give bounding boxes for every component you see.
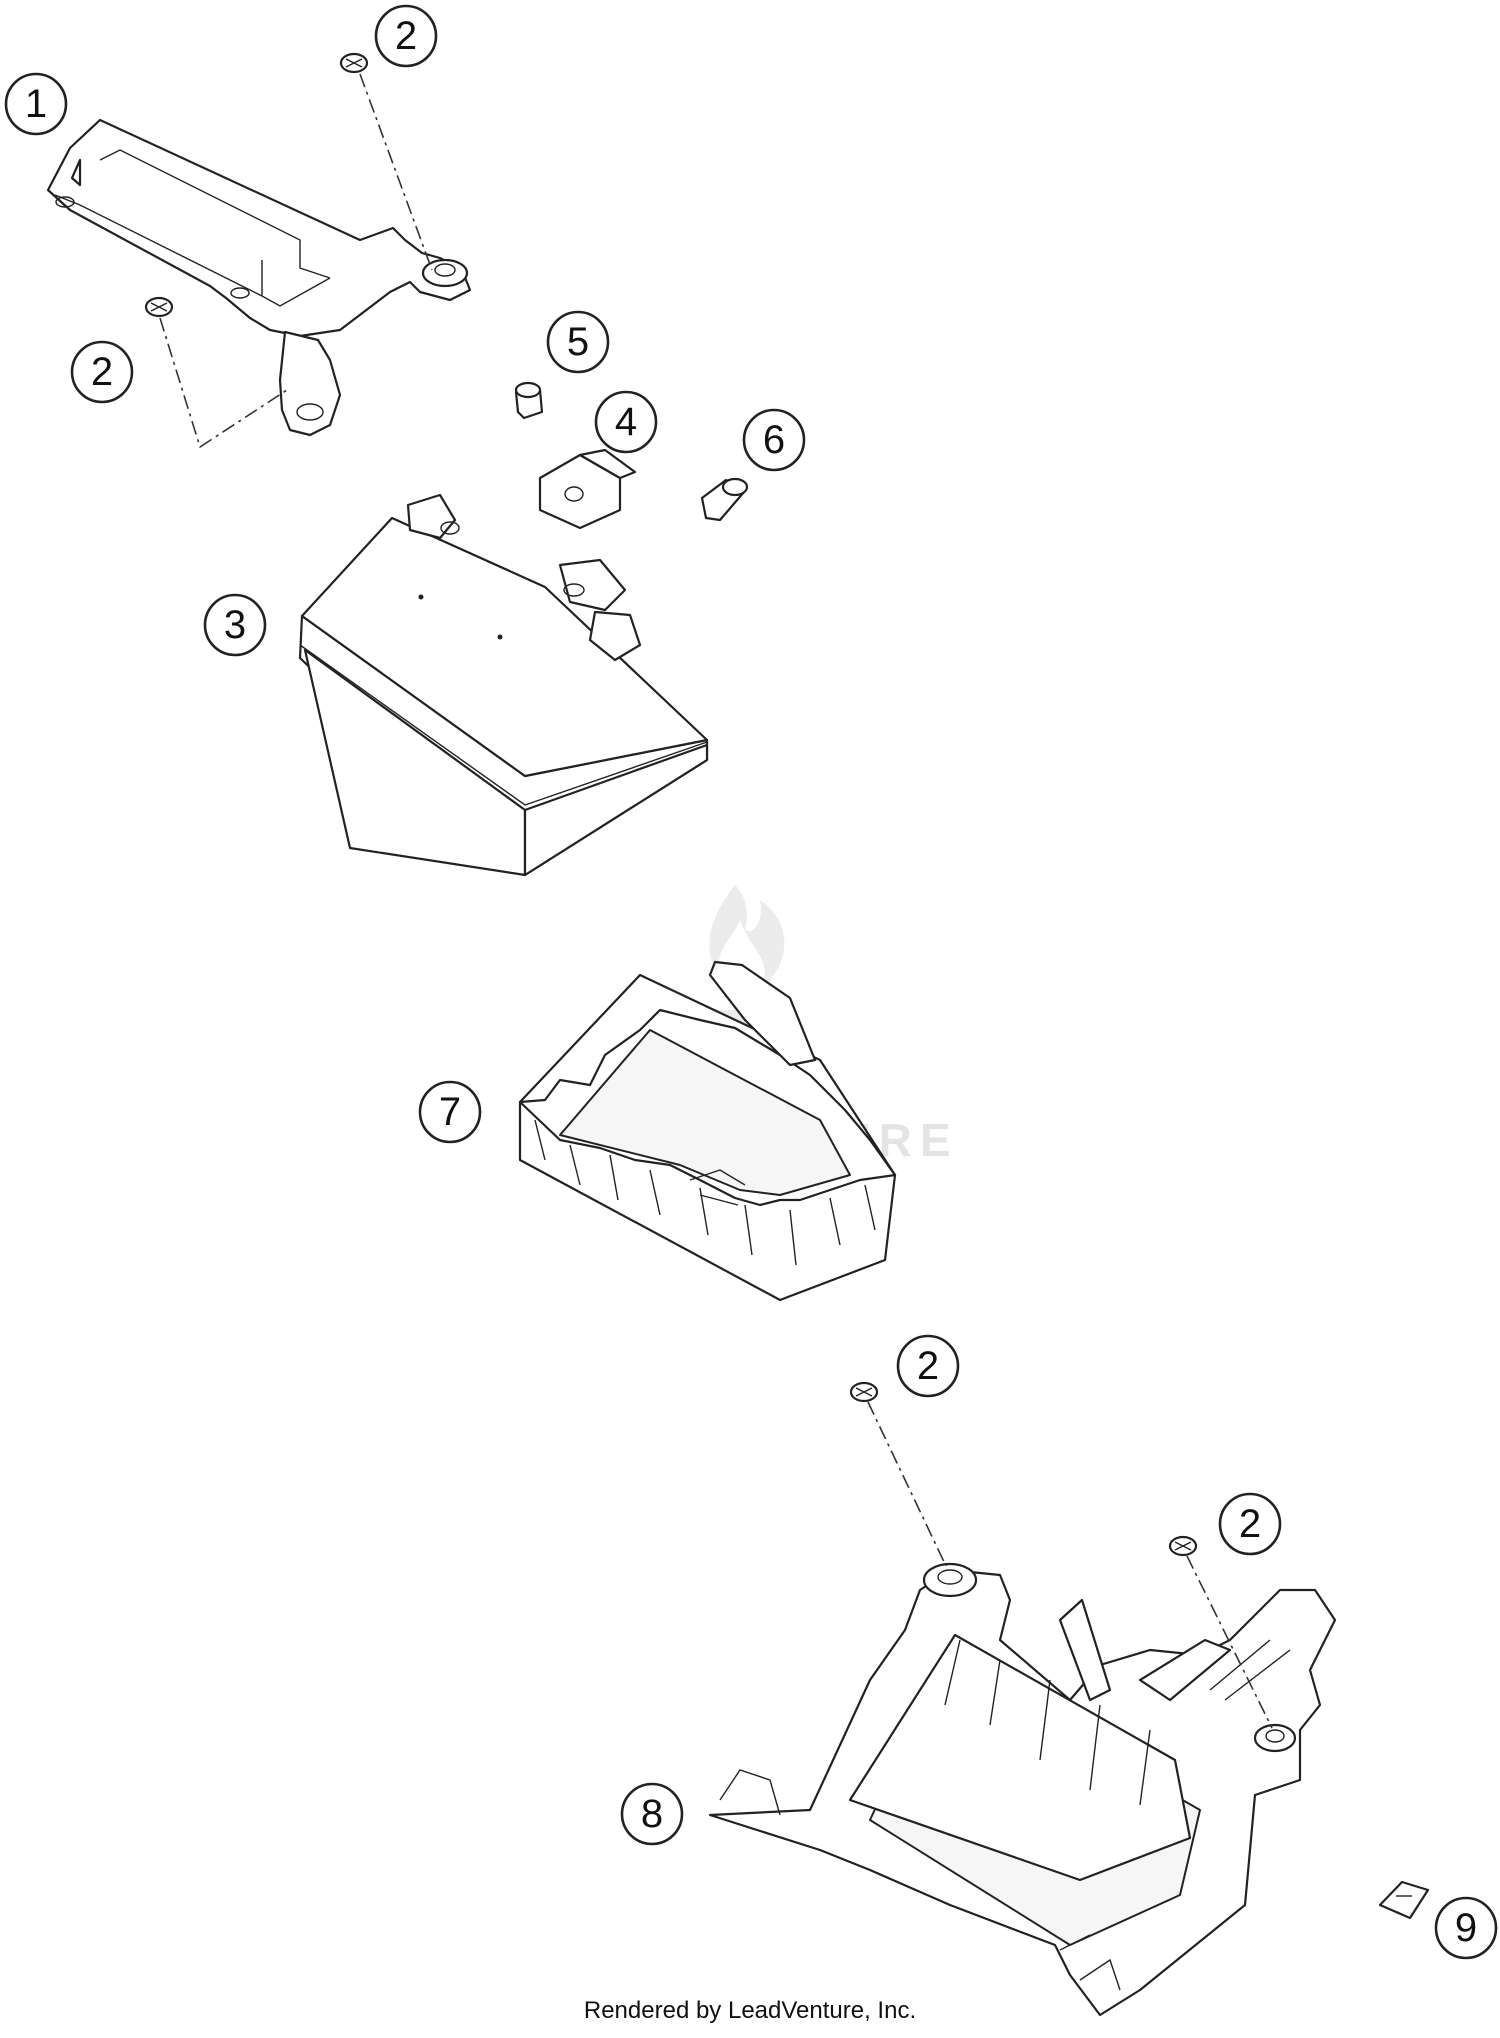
footer-credit: Rendered by LeadVenture, Inc.: [584, 1997, 916, 2024]
leader-screw-bottom-1: [867, 1401, 947, 1567]
callout-2-top-left: 2: [70, 340, 134, 404]
part-9-clip: [1378, 1880, 1430, 1920]
callout-3: 3: [203, 593, 267, 657]
leader-screw-top-2: [159, 317, 291, 449]
svg-text:2: 2: [917, 1344, 939, 1388]
callout-1: 1: [4, 72, 68, 136]
callout-8: 8: [620, 1782, 684, 1846]
part-3-battery: [298, 493, 709, 877]
svg-text:9: 9: [1455, 1906, 1477, 1950]
svg-text:2: 2: [395, 14, 417, 58]
callout-5: 5: [546, 310, 610, 374]
leader-screw-bottom-2: [1186, 1555, 1273, 1729]
part-5-bolt: [514, 381, 544, 420]
part-6-bolt: [700, 477, 749, 522]
leader-screw-top-1: [359, 73, 433, 271]
part-8-battery-holder: [708, 1562, 1337, 2017]
callout-9: 9: [1434, 1896, 1498, 1960]
part-2-screw-bottom-1: [849, 1381, 879, 1403]
svg-text:6: 6: [763, 418, 785, 462]
callout-2-bottom-right: 2: [1218, 1492, 1282, 1556]
callout-4: 4: [594, 390, 658, 454]
svg-text:2: 2: [1239, 1502, 1261, 1546]
callout-6: 6: [742, 408, 806, 472]
part-2-screw-bottom-2: [1168, 1535, 1198, 1557]
svg-text:2: 2: [91, 350, 113, 394]
svg-text:1: 1: [25, 82, 47, 126]
svg-text:8: 8: [641, 1792, 663, 1836]
part-4-terminal-clip: [538, 448, 637, 530]
part-2-screw-top-2: [144, 296, 174, 318]
callout-2-bottom-left: 2: [896, 1334, 960, 1398]
svg-text:3: 3: [224, 603, 246, 647]
callout-7: 7: [418, 1080, 482, 1144]
svg-text:7: 7: [439, 1090, 461, 1134]
part-7-rubber-tray: [518, 960, 897, 1302]
svg-text:5: 5: [567, 320, 589, 364]
part-1-bracket: [46, 118, 472, 437]
part-2-screw-top-1: [339, 52, 369, 74]
callout-2-top-right: 2: [374, 4, 438, 68]
svg-text:4: 4: [615, 400, 637, 444]
